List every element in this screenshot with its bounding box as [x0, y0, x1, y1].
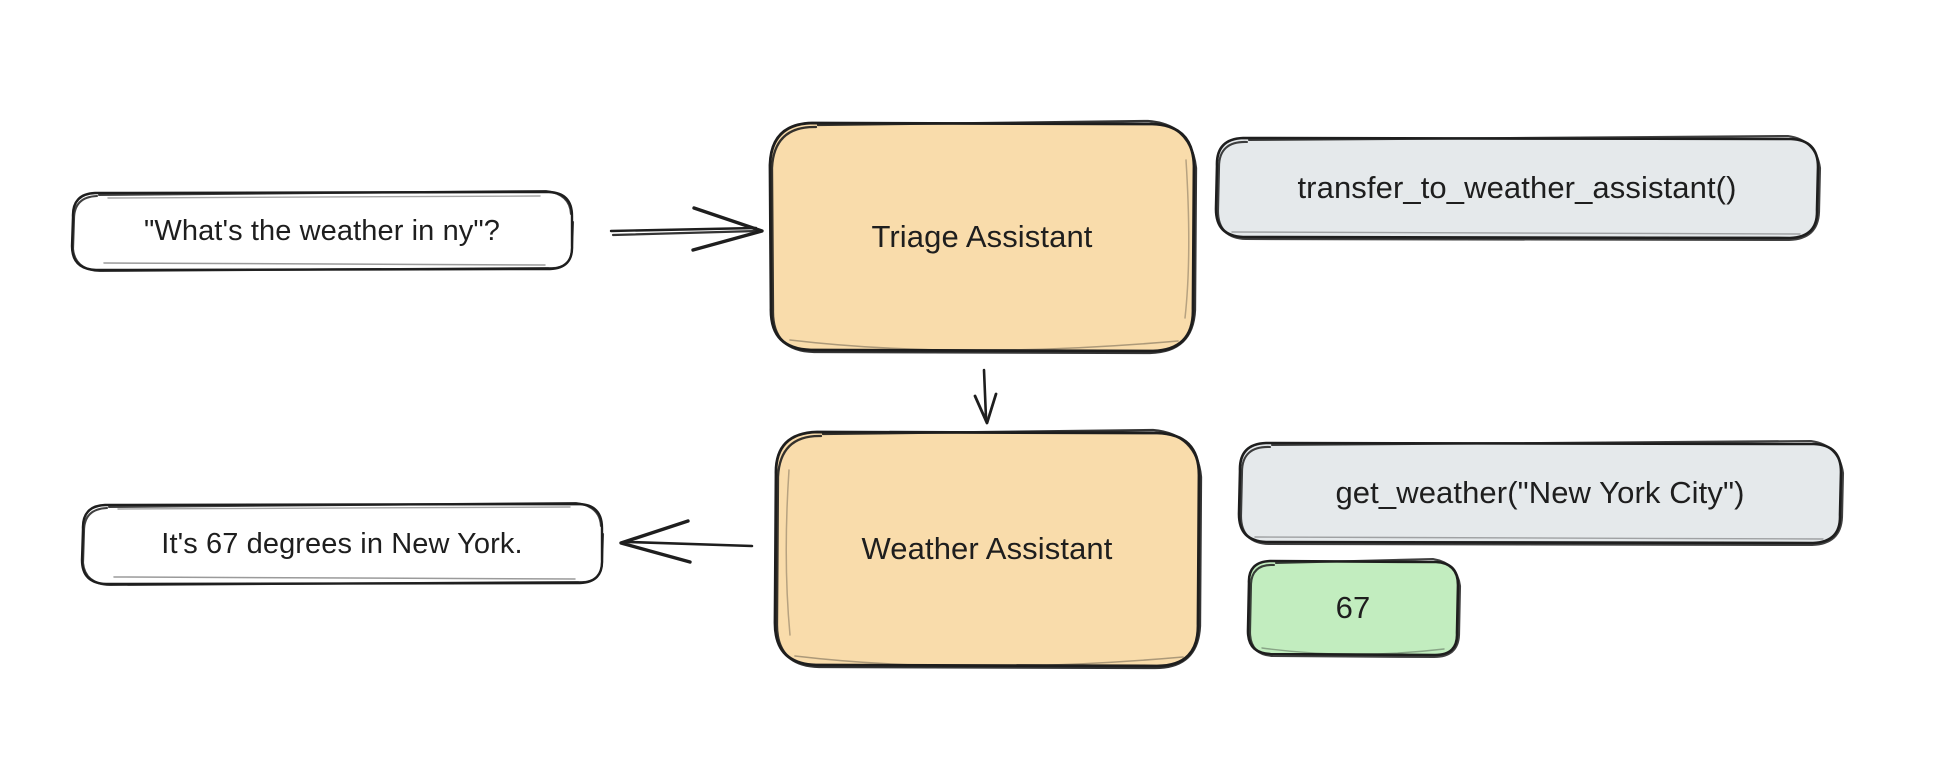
- edge-question-to-triage-target[interactable]: [611, 205, 766, 255]
- node-user-question[interactable]: [72, 193, 572, 270]
- node-get-weather-tool[interactable]: [1239, 443, 1841, 543]
- edge-weather-to-answer-target[interactable]: [618, 518, 758, 566]
- node-triage-assistant[interactable]: [770, 123, 1194, 351]
- edge-triage-to-weather-target[interactable]: [962, 368, 1012, 426]
- node-transfer-tool[interactable]: [1216, 138, 1818, 238]
- node-weather-value[interactable]: [1248, 561, 1458, 655]
- node-assistant-answer[interactable]: [82, 505, 602, 583]
- node-weather-assistant[interactable]: [775, 432, 1199, 666]
